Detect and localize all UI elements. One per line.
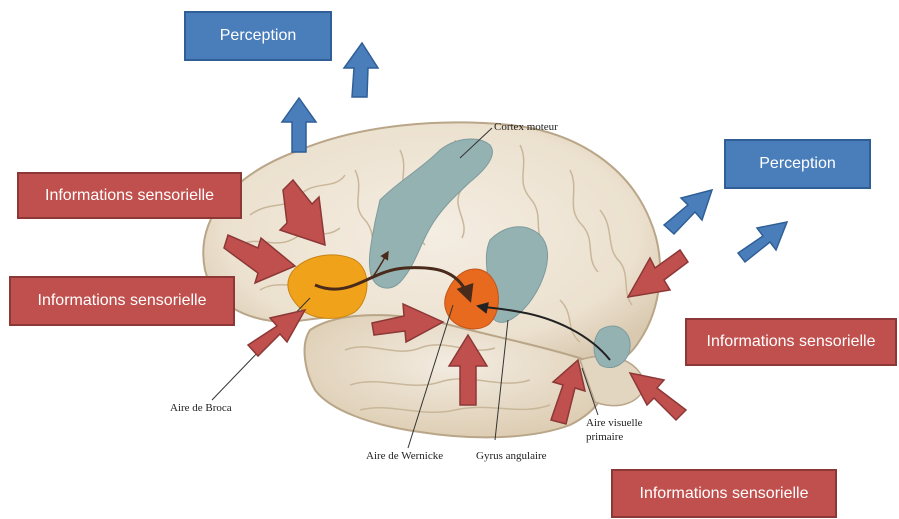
arrow-up-right-icon [738, 222, 787, 262]
aire-visuelle-label-line2: primaire [586, 431, 623, 444]
arrow-up-right-icon [664, 190, 712, 234]
arrow-up-icon [344, 43, 378, 97]
info-box-bottom: Informations sensorielle [611, 469, 837, 518]
info-top-left-label: Informations sensorielle [45, 187, 214, 205]
info-mid-left-label: Informations sensorielle [38, 292, 207, 310]
aire-de-wernicke-label: Aire de Wernicke [366, 450, 443, 463]
info-right-label: Informations sensorielle [707, 333, 876, 351]
perception-right-label: Perception [759, 155, 836, 173]
info-box-top-left: Informations sensorielle [17, 172, 242, 219]
perception-box-right: Perception [724, 139, 871, 189]
aire-visuelle-label-line1: Aire visuelle [586, 417, 643, 430]
perception-box-top: Perception [184, 11, 332, 61]
brain-illustration [203, 122, 660, 437]
gyrus-angulaire-label: Gyrus angulaire [476, 450, 547, 463]
info-box-right: Informations sensorielle [685, 318, 897, 366]
arrow-up-icon [282, 98, 316, 152]
info-box-mid-left: Informations sensorielle [9, 276, 235, 326]
perception-top-label: Perception [220, 27, 297, 45]
info-bottom-label: Informations sensorielle [640, 485, 809, 503]
cortex-moteur-label: Cortex moteur [494, 121, 558, 134]
aire-de-broca-label: Aire de Broca [170, 402, 232, 415]
